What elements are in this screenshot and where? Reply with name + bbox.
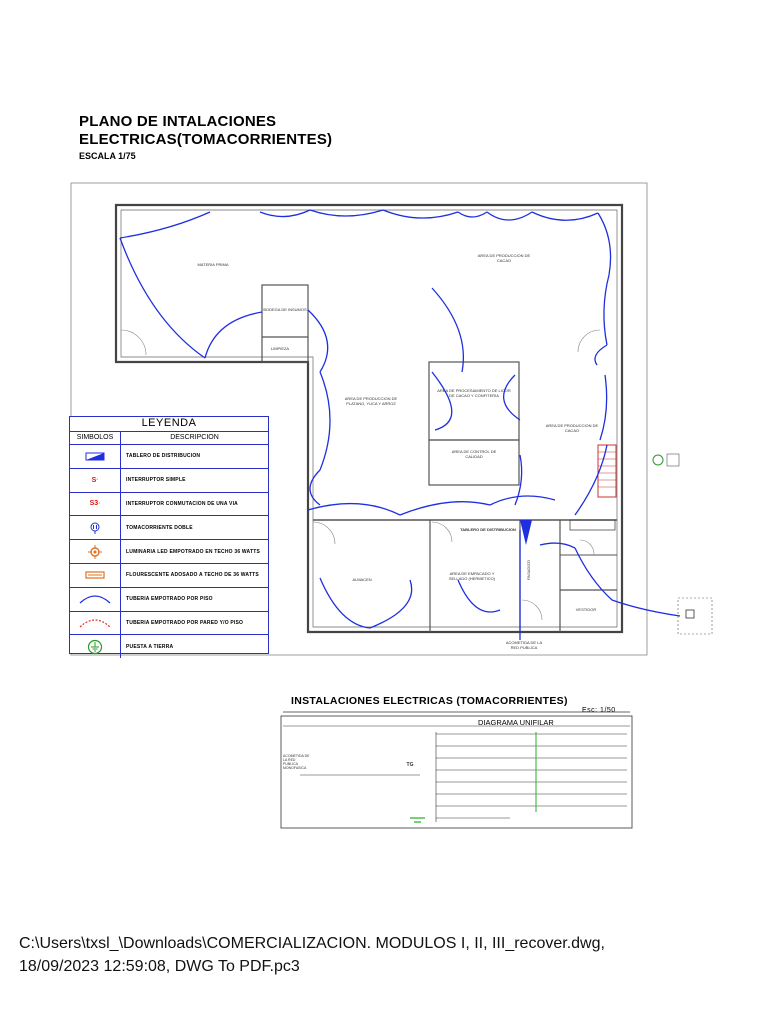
tg-label: TG: [406, 762, 414, 768]
outer-walls: [114, 203, 624, 634]
ground-icon: [87, 639, 103, 654]
legend-table: LEYENDA SIMBOLOS DESCRIPCION TABLERO DE …: [69, 416, 269, 659]
bodega-walls: [261, 284, 309, 363]
legend-row: S3◦ INTERRUPTOR CONMUTACION DE UNA VIA: [70, 492, 268, 517]
procesamiento-walls: [428, 361, 520, 441]
room-limpieza: LIMPIEZA: [270, 346, 290, 351]
legend-row: S◦ INTERRUPTOR SIMPLE: [70, 468, 268, 493]
room-pasadizo: PASADIZO: [526, 560, 531, 580]
fluorescente-icon: [85, 571, 105, 579]
legend-row: FLOURESCENTE ADOSADO A TECHO DE 36 WATTS: [70, 563, 268, 588]
legend-title: LEYENDA: [70, 417, 268, 432]
switch-conmutacion-icon: S3◦: [70, 492, 121, 516]
luminaria-icon: [88, 544, 102, 559]
legend-col-symbols: SIMBOLOS: [70, 432, 121, 444]
file-date-line: 18/09/2023 12:59:08, DWG To PDF.pc3: [19, 958, 300, 975]
plan-scale: ESCALA 1/75: [79, 151, 136, 161]
legend-row: TUBERIA EMPOTRADO POR PISO: [70, 587, 268, 612]
unifilar-acometida-label: ACOMETIDA DE LA RED PUBLICA MONOFASICA: [283, 754, 310, 770]
switch-simple-icon: S◦: [70, 468, 121, 492]
plan-title-line1: PLANO DE INTALACIONES: [79, 113, 277, 130]
legend-col-description: DESCRIPCION: [170, 434, 219, 441]
room-procesamiento: AREA DE PROCESAMIENTO DE LICOR DE CACAO …: [437, 388, 511, 398]
tuberia-piso-icon: [79, 595, 111, 604]
room-empacado: AREA DE EMPACADO Y SELLADO (HERMETICO): [448, 571, 496, 581]
diagram-title: DIAGRAMA UNIFILAR: [478, 718, 554, 727]
file-path-line: C:\Users\txsl_\Downloads\COMERCIALIZACIO…: [19, 935, 605, 952]
room-materia-prima: MATERIA PRIMA: [197, 262, 229, 267]
unifilar-frame: [280, 715, 633, 829]
room-produccion-cacao-right: AREA DE PRODUCCION DE CACAO: [545, 423, 599, 433]
room-vestidor: VESTIDOR: [575, 607, 597, 612]
installations-title: INSTALACIONES ELECTRICAS (TOMACORRIENTES…: [291, 695, 568, 707]
installations-scale: Esc: 1/50: [582, 707, 616, 714]
tablero-icon: [85, 452, 105, 461]
room-bodega: BODEGA DE INSUMOS: [263, 307, 307, 312]
tomacorriente-icon: [90, 522, 100, 534]
stairs: [597, 444, 617, 498]
control-walls: [428, 439, 520, 486]
tuberia-pared-icon: [79, 619, 111, 628]
room-produccion-platano: AREA DE PRODUCCION DE PLATANO, YUCA Y AR…: [344, 396, 398, 406]
tablero-label: TABLERO DE DISTRIBUCION: [460, 527, 516, 532]
room-produccion-cacao-top: AREA DE PRODUCCION DE CACAO: [477, 253, 531, 263]
legend-row: LUMINARIA LED EMPOTRADO EN TECHO 36 WATT…: [70, 540, 268, 564]
legend-row: TUBERIA EMPOTRADO POR PARED Y/O PISO: [70, 611, 268, 636]
tablero-distribucion: [520, 520, 532, 545]
legend-row: TOMACORRIENTE DOBLE: [70, 516, 268, 541]
legend-row: PUESTA A TIERRA: [70, 635, 268, 659]
legend-row: TABLERO DE DISTRIBUCION: [70, 445, 268, 469]
unifilar-circuits: [300, 732, 627, 822]
acometida-label: ACOMETIDA DE LA RED PUBLICA: [505, 640, 543, 650]
room-almacen: ALMACEN: [352, 577, 372, 582]
room-control-calidad: AREA DE CONTROL DE CALIDAD: [451, 449, 497, 459]
circuit-runs: [119, 209, 681, 640]
plan-title-line2: ELECTRICAS(TOMACORRIENTES): [79, 131, 333, 148]
